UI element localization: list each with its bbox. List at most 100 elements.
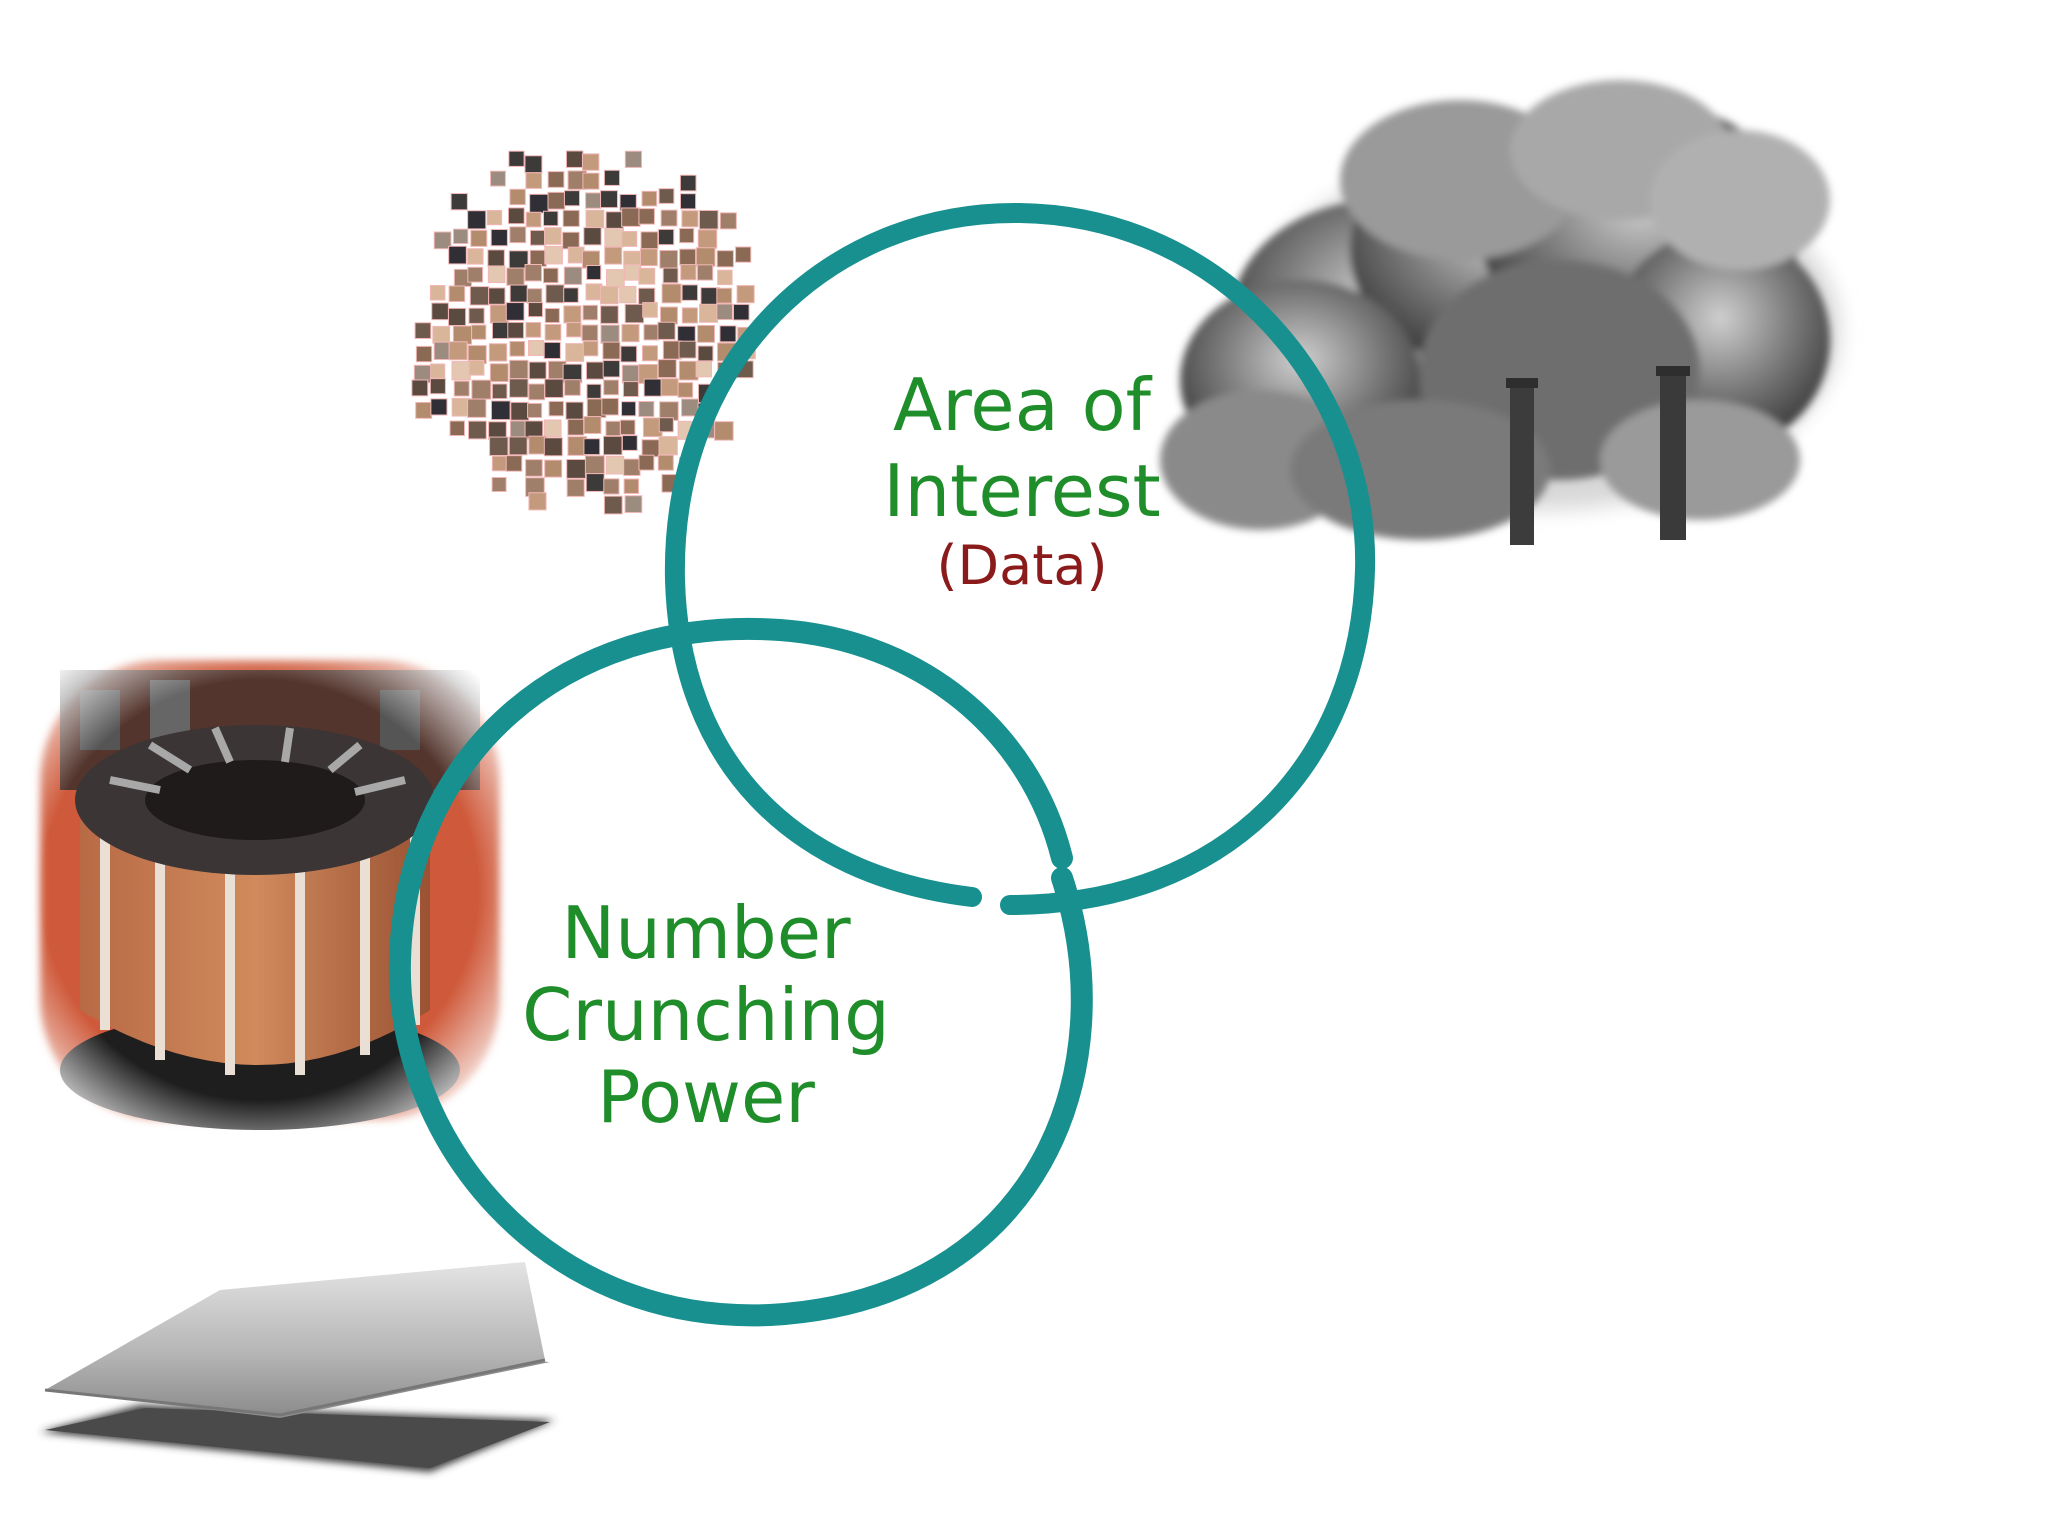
collage-tile (510, 342, 524, 356)
collage-tile (550, 402, 563, 415)
collage-tile (530, 195, 548, 213)
collage-tile (431, 365, 444, 378)
collage-tile (587, 474, 604, 491)
collage-tile (681, 265, 695, 279)
collage-tile (449, 309, 465, 325)
collage-tile (493, 457, 507, 471)
collage-tile (529, 303, 542, 316)
collage-tile (680, 250, 695, 265)
collage-tile (431, 286, 445, 300)
collage-tile (489, 422, 506, 439)
collage-tile (718, 251, 733, 266)
collage-tile (639, 402, 653, 416)
collage-tile (586, 193, 600, 207)
collage-tile (607, 270, 624, 287)
bottom-label-line-3: Power (597, 1055, 815, 1139)
collage-tile (417, 347, 431, 361)
collage-tile (412, 380, 427, 395)
collage-tile (545, 380, 562, 397)
collage-tile (625, 265, 640, 280)
collage-tile (490, 344, 506, 360)
collage-tile (565, 380, 580, 395)
collage-tile (507, 303, 524, 320)
collage-tile (717, 304, 732, 319)
collage-tile (567, 151, 582, 166)
collage-tile (698, 326, 714, 342)
collage-tile (643, 303, 657, 317)
collage-tile (621, 421, 635, 435)
collage-tile (736, 247, 750, 261)
collage-tile (622, 325, 638, 341)
collage-tile (663, 285, 681, 303)
collage-tile (623, 366, 640, 383)
collage-tile (607, 212, 623, 228)
collage-tile (566, 344, 583, 361)
collage-tile (643, 440, 659, 456)
collage-tile (488, 211, 501, 224)
collage-tile (567, 323, 580, 336)
collage-tile (718, 271, 731, 284)
collage-tile (658, 323, 674, 339)
collage-tile (450, 286, 465, 301)
collage-tile (433, 327, 449, 343)
collage-tile (661, 308, 677, 324)
collage-tile (605, 248, 621, 264)
collage-tile (564, 306, 580, 322)
collage-tile (660, 437, 677, 454)
collage-tile (511, 403, 528, 420)
collage-tile (549, 172, 564, 187)
collage-tile (469, 422, 486, 439)
collage-tile (526, 460, 542, 476)
collage-tile (682, 400, 698, 416)
collage-tile (510, 379, 527, 396)
collage-tile (431, 379, 445, 393)
collage-tile (587, 385, 600, 398)
collage-tile (720, 326, 735, 341)
collage-tile (530, 363, 546, 379)
collage-tile (565, 268, 581, 284)
collage-tile (527, 213, 541, 227)
collage-tile (525, 156, 541, 172)
collage-tile (566, 403, 582, 419)
collage-tile (701, 288, 718, 305)
collage-tile (721, 213, 736, 228)
collage-tile (468, 249, 482, 263)
collage-tile (700, 211, 718, 229)
collage-tile (547, 285, 564, 302)
collage-tile (587, 284, 602, 299)
collage-tile (452, 194, 467, 209)
collage-tile (601, 326, 618, 343)
collage-tile (624, 382, 638, 396)
laptop-icon (40, 1262, 555, 1472)
collage-tile (545, 343, 560, 358)
collage-tile (470, 361, 484, 375)
collage-tile (681, 194, 695, 208)
bottom-label-line-1: Number (561, 891, 851, 975)
collage-tile (449, 247, 466, 264)
top-label-line-3: (Data) (936, 534, 1107, 597)
collage-tile (644, 325, 658, 339)
collage-tile (587, 363, 603, 379)
collage-tile (468, 211, 485, 228)
collage-tile (529, 493, 545, 509)
collage-tile (454, 230, 467, 243)
collage-tile (606, 422, 619, 435)
collage-tile (699, 230, 717, 248)
supercomputer-icon (0, 640, 520, 1140)
collage-tile (546, 309, 559, 322)
collage-tile (489, 288, 504, 303)
collage-tile (682, 211, 697, 226)
collage-tile (683, 285, 698, 300)
collage-tile (639, 456, 653, 470)
collage-tile (491, 172, 505, 186)
collage-tile (510, 227, 525, 242)
collage-tile (584, 228, 600, 244)
collage-tile (469, 309, 483, 323)
collage-tile (601, 287, 618, 304)
collage-tile (488, 250, 503, 265)
collage-tile (510, 190, 524, 204)
collage-tile (493, 323, 508, 338)
collage-tile (605, 229, 623, 247)
collage-tile (645, 380, 661, 396)
collage-tile (510, 437, 527, 454)
